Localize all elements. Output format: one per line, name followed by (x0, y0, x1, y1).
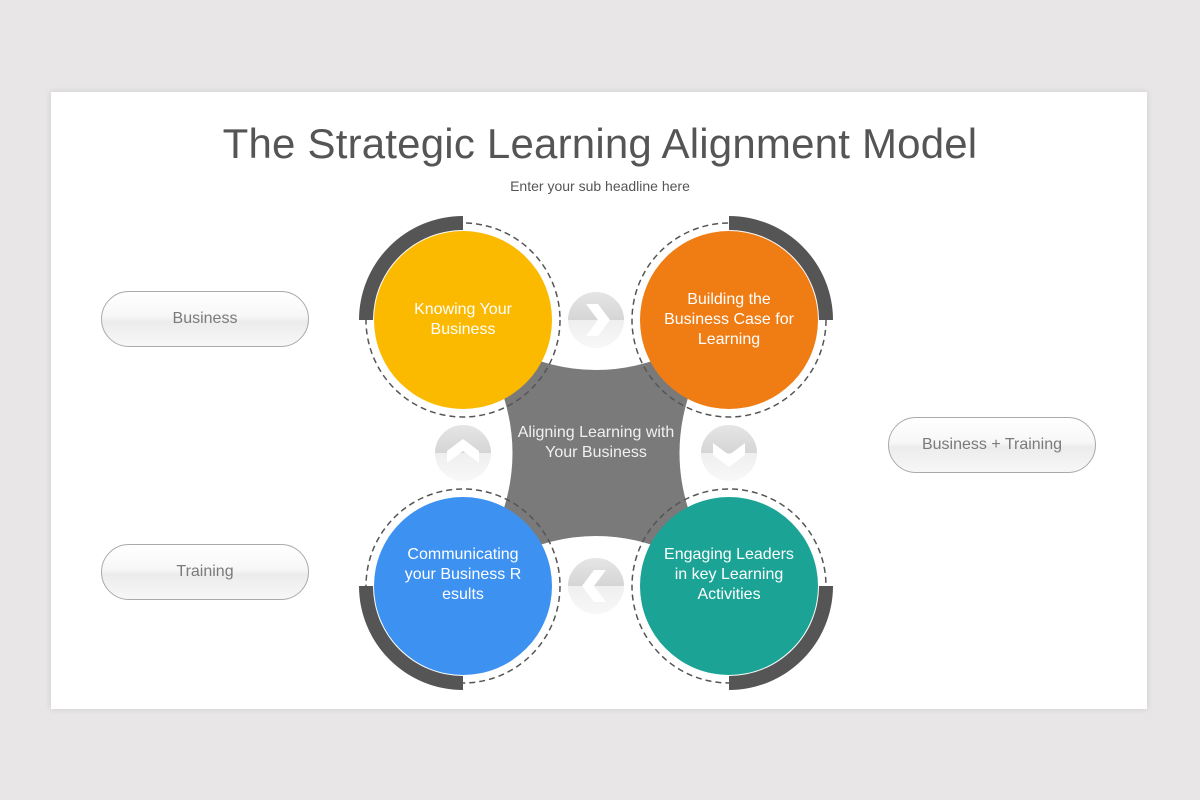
slide-title: The Strategic Learning Alignment Model (222, 120, 978, 167)
pill-business-training: Business + Training (888, 417, 1096, 473)
arc-top-right (729, 216, 833, 320)
pill-label: Training (176, 563, 234, 580)
chevron-up-icon (433, 423, 493, 483)
chevron-down-icon (699, 423, 759, 483)
pill-label: Business (172, 310, 238, 327)
node-circle-top-left (374, 231, 552, 409)
node-circle-bottom-right (640, 497, 818, 675)
slide-subtitle: Enter your sub headline here (510, 178, 690, 194)
chevron-left-icon (566, 556, 626, 616)
pill-training: Training (101, 544, 309, 600)
arc-bottom-left (359, 586, 463, 690)
node-label-communicating: Communicating your Business Results (404, 546, 522, 603)
node-label-building: Building the Business Case for Learning (664, 291, 794, 348)
pill-business: Business (101, 291, 309, 347)
center-shape (463, 320, 729, 586)
chevron-right-icon (566, 290, 626, 350)
pill-label: Business + Training (921, 436, 1063, 453)
node-circle-top-right (640, 231, 818, 409)
node-label-engaging: Engaging Leaders in key Learning Activit… (664, 546, 794, 603)
arc-top-left (359, 216, 463, 320)
node-label-knowing: Knowing Your Business (414, 301, 512, 338)
node-circle-bottom-left (374, 497, 552, 675)
arc-bottom-right (729, 586, 833, 690)
center-label: Aligning Learning with Your Business (517, 424, 675, 461)
